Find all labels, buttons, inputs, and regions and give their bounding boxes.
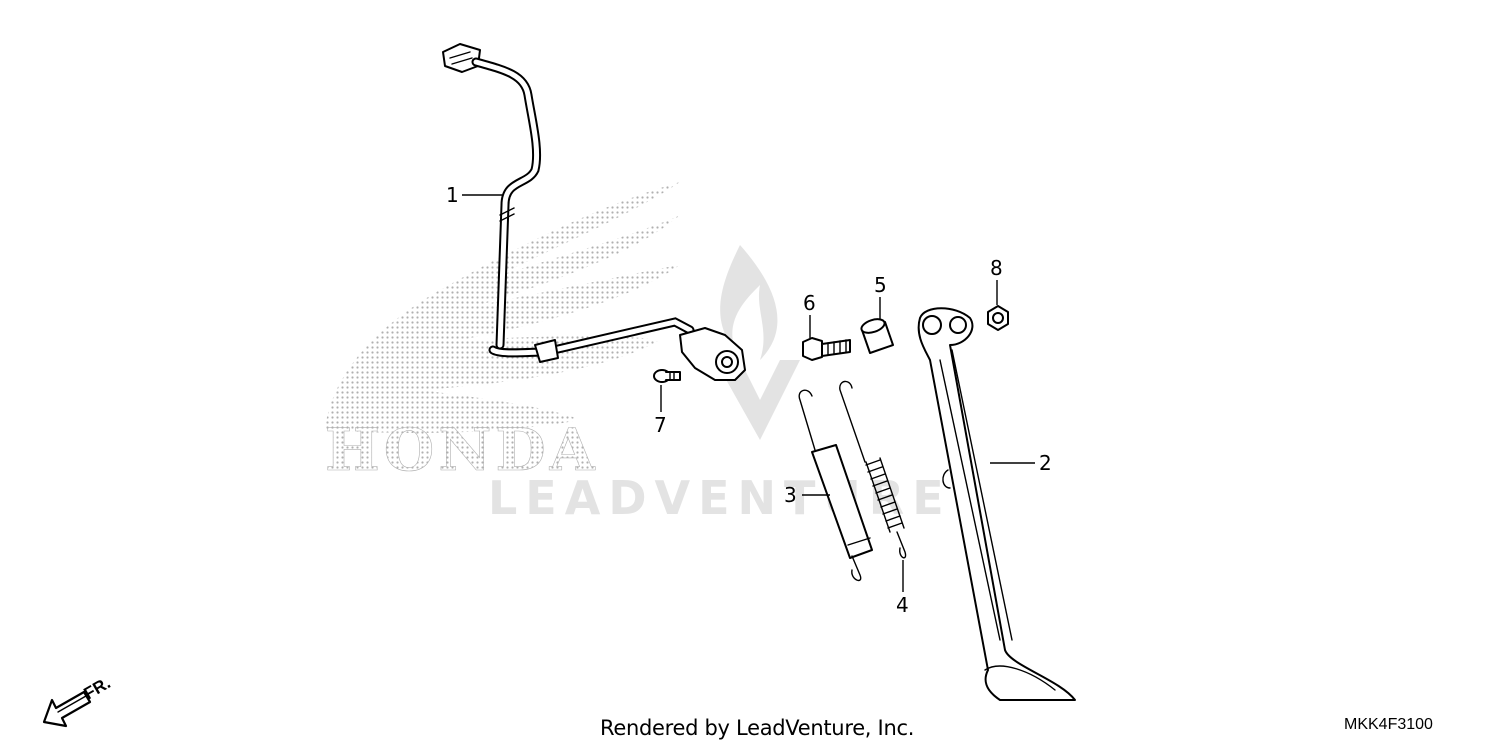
callout-8: 8 (990, 256, 1003, 305)
callout-label: 2 (1039, 451, 1052, 475)
footer-credit: Rendered by LeadVenture, Inc. (600, 716, 915, 740)
callout-label: 1 (446, 183, 459, 207)
callout-4: 4 (896, 560, 909, 617)
callout-label: 8 (990, 256, 1003, 280)
switch-bolt (653, 369, 681, 383)
callout-label: 5 (874, 273, 887, 297)
inner-spring (839, 380, 907, 559)
callout-7: 7 (654, 385, 667, 437)
callout-2: 2 (990, 451, 1052, 475)
leadventure-watermark-text: LEADVENTURE (488, 471, 952, 525)
front-direction-indicator: FR. (42, 673, 114, 728)
leadventure-watermark: LEADVENTURE (488, 245, 952, 525)
callout-label: 3 (784, 483, 797, 507)
pivot-bolt (802, 337, 851, 361)
side-stand-switch-harness (442, 43, 746, 381)
diagram-code: MKK4F3100 (1344, 716, 1433, 733)
callout-label: 7 (654, 413, 667, 437)
pivot-nut (987, 305, 1009, 331)
side-stand (917, 307, 1076, 701)
outer-spring (798, 389, 873, 582)
honda-watermark-text: HONDA (325, 416, 599, 484)
callout-label: 4 (896, 593, 909, 617)
callout-1: 1 (446, 183, 502, 207)
callout-3: 3 (784, 483, 830, 507)
callout-label: 6 (803, 291, 816, 315)
pivot-collar (860, 318, 894, 354)
callout-5: 5 (874, 273, 887, 320)
callout-6: 6 (803, 291, 816, 338)
